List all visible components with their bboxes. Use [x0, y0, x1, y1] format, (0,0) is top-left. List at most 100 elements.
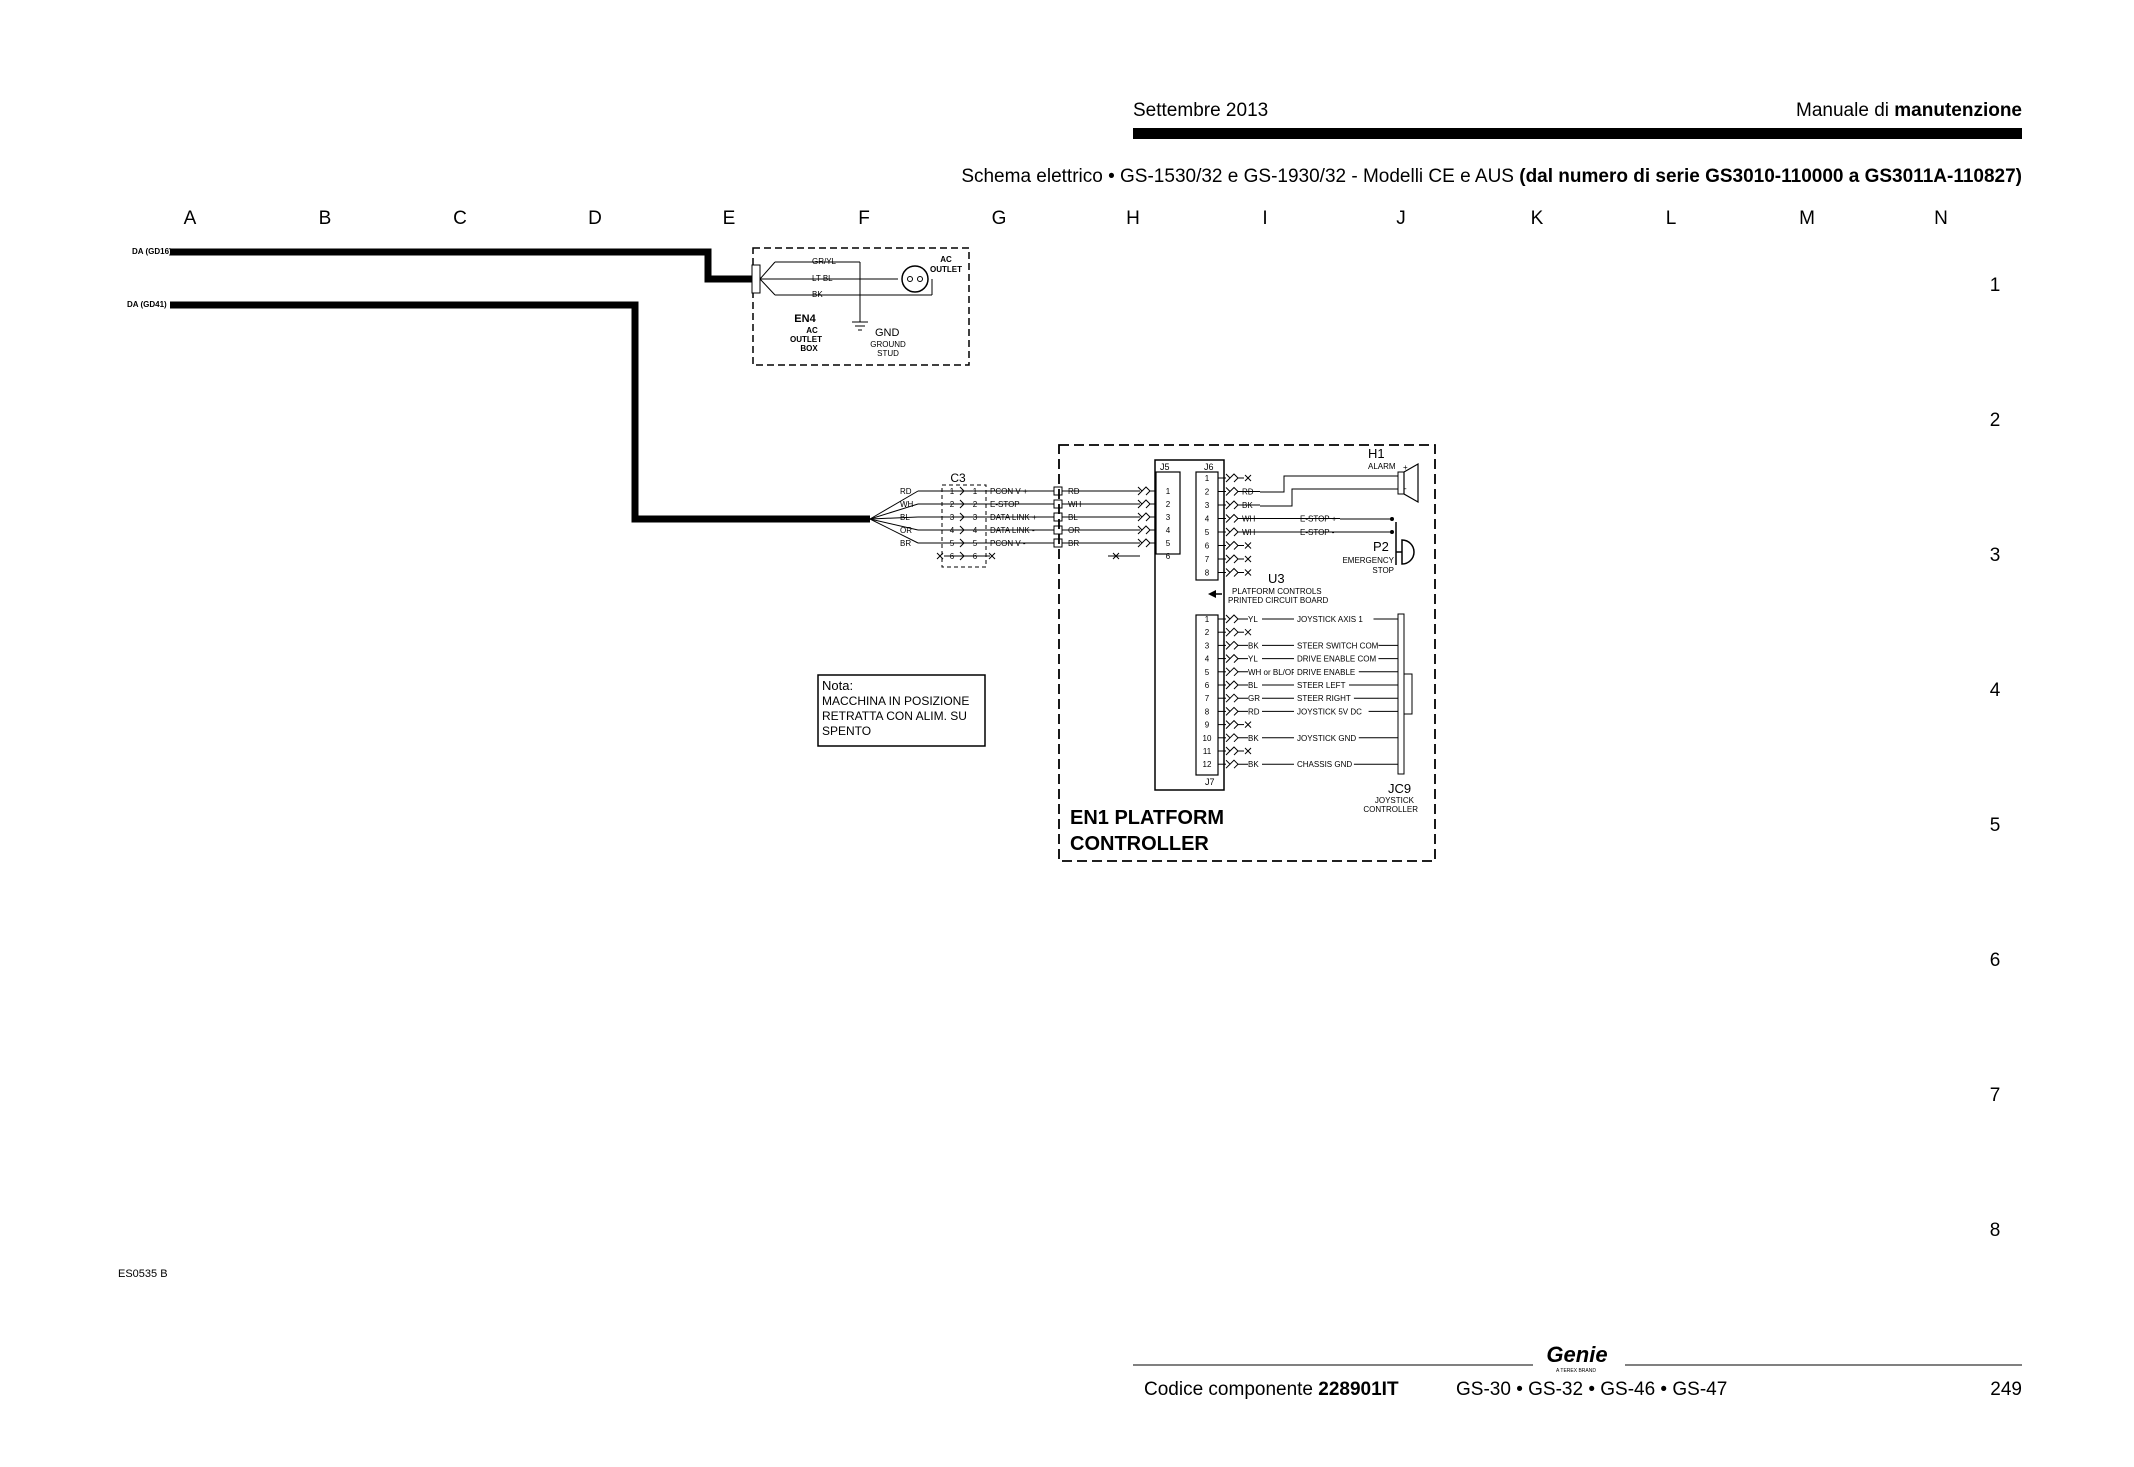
j7-wire-label-bg	[1248, 640, 1262, 650]
h1-label: ALARM	[1368, 462, 1396, 471]
j7-wire-label-bg	[1248, 653, 1262, 663]
j7-contact-icon	[1225, 627, 1239, 637]
j7-signal-bg	[1294, 666, 1359, 676]
j7-pin-number: 5	[1205, 668, 1210, 677]
c3-pin-left: 1	[950, 487, 955, 496]
j7-signal-bg	[1294, 653, 1379, 663]
subtitle-regular: Schema elettrico • GS-1530/32 e GS-1930/…	[961, 166, 1520, 187]
c3-contact-icon	[959, 486, 965, 496]
j5-pin-number: 3	[1166, 513, 1171, 522]
grid-row-1: 1	[1989, 275, 2001, 296]
manual-title-prefix: Manuale di	[1796, 100, 1895, 121]
footer-brand: Genie A TEREX BRAND	[1133, 1342, 2022, 1374]
j7-pin-number: 2	[1205, 628, 1210, 637]
j7-wire-label-bg	[1248, 680, 1262, 689]
note-line-2: RETRATTA CON ALIM. SU	[822, 709, 967, 723]
en1-title-1: EN1 PLATFORM	[1070, 807, 1224, 829]
j7-signal-bg	[1294, 693, 1354, 703]
j5-contact-icon	[1137, 512, 1151, 522]
grid-row-2: 2	[1989, 410, 2001, 431]
c3-contact-icon	[959, 551, 965, 561]
j6-unused-icon	[1244, 569, 1252, 576]
j7-signal: JOYSTICK GND	[1297, 734, 1356, 743]
j7-wire-label-bg	[1248, 732, 1262, 742]
grid-col-d: D	[588, 208, 602, 229]
j7-connector	[1195, 614, 1219, 776]
en1-box-outline	[1058, 444, 1436, 862]
en4-box-label-1: AC	[806, 326, 818, 335]
c3-splice-icon	[1053, 512, 1063, 522]
j6-connector	[1195, 471, 1219, 581]
j6-contact-icon	[1225, 527, 1239, 537]
j7-contact-icon	[1225, 667, 1239, 677]
j6-contact-icon	[1225, 473, 1239, 483]
footer-part: Codice componente 228901IT	[1144, 1379, 1399, 1401]
grid-col-j: J	[1396, 208, 1406, 229]
manual-title: Manuale di manutenzione	[1796, 100, 2022, 122]
j7-contact-icon	[1225, 693, 1239, 703]
c3-splice-icon	[1053, 525, 1063, 535]
note-line-3: SPENTO	[822, 724, 871, 738]
j7-signal-bg	[1294, 680, 1349, 689]
c3-contact-icon	[959, 512, 965, 522]
c3-splice-icon	[1053, 499, 1063, 509]
c3-signal: E-STOP	[990, 500, 1020, 509]
grid-col-b: B	[318, 208, 332, 229]
grid-col-e: E	[722, 208, 736, 229]
j7-pin-number: 9	[1205, 721, 1210, 730]
c3-fan-wire	[869, 490, 919, 520]
h1-minus: -	[1404, 484, 1407, 493]
j7-contact-icon	[1225, 614, 1239, 624]
c3-fan-wire	[869, 503, 919, 520]
j6-id: J6	[1204, 462, 1214, 472]
grid-col-a: A	[183, 208, 197, 229]
c3-pin-right: 4	[973, 526, 978, 535]
page-number: 249	[1990, 1379, 2022, 1400]
footer-part-number: 228901IT	[1318, 1379, 1399, 1400]
j7-signal-bg	[1294, 732, 1359, 742]
c3-pin-right: 1	[973, 487, 978, 496]
c3-contact-icon	[959, 525, 965, 535]
c3-contact-icon	[959, 499, 965, 509]
j7-wire-color: BK	[1248, 734, 1259, 743]
j7-wire-color: BK	[1248, 760, 1259, 769]
j7-contact-icon	[1225, 719, 1239, 729]
j6-pin-number: 5	[1205, 528, 1210, 537]
j7-unused-icon	[1244, 628, 1252, 636]
j7-pin-number: 12	[1203, 760, 1212, 769]
u3-id: U3	[1268, 571, 1285, 586]
j5-connector	[1155, 471, 1181, 555]
j7-signal: CHASSIS GND	[1297, 760, 1352, 769]
j7-wire-color: GR	[1248, 694, 1260, 703]
j7-wire-color: BK	[1248, 641, 1259, 650]
j7-signal: DRIVE ENABLE COM	[1297, 655, 1376, 664]
c3-wire-color-left: WH	[900, 500, 914, 509]
j7-pin-number: 7	[1205, 694, 1210, 703]
j5-contact-icon	[1137, 486, 1151, 496]
c3-unused-left-icon	[936, 552, 944, 560]
j7-pin-number: 6	[1205, 681, 1210, 690]
j6-pin-number: 4	[1205, 515, 1210, 524]
jc9-label-1: JOYSTICK	[1375, 796, 1415, 805]
j7-signal-bg	[1294, 640, 1379, 650]
cable-gd16-label: DA (GD16)	[132, 247, 172, 256]
p2-id: P2	[1373, 539, 1389, 554]
j7-wire-color: YL	[1248, 655, 1258, 664]
en4-wire-lt-bl: LT BL	[812, 274, 833, 283]
h1-id: H1	[1368, 446, 1385, 461]
j6-contact-icon	[1225, 554, 1239, 564]
grid-col-g: G	[991, 208, 1007, 229]
j7-signal: JOYSTICK AXIS 1	[1297, 615, 1363, 624]
j5-pin-number: 4	[1166, 526, 1171, 535]
c3-wire-color-left: BL	[900, 513, 910, 522]
en4-ac-outlet-box: GR/YL LT BL BK AC OUTLET GND GROUND STUD…	[751, 247, 970, 366]
c3-pin-left: 5	[950, 539, 955, 548]
note-frame	[817, 674, 986, 747]
j7-contact-icon	[1225, 759, 1239, 769]
ground-stud-label-1: GROUND	[870, 340, 906, 349]
j7-wire-color: BL	[1248, 681, 1258, 690]
c3-pin-left: 3	[950, 513, 955, 522]
